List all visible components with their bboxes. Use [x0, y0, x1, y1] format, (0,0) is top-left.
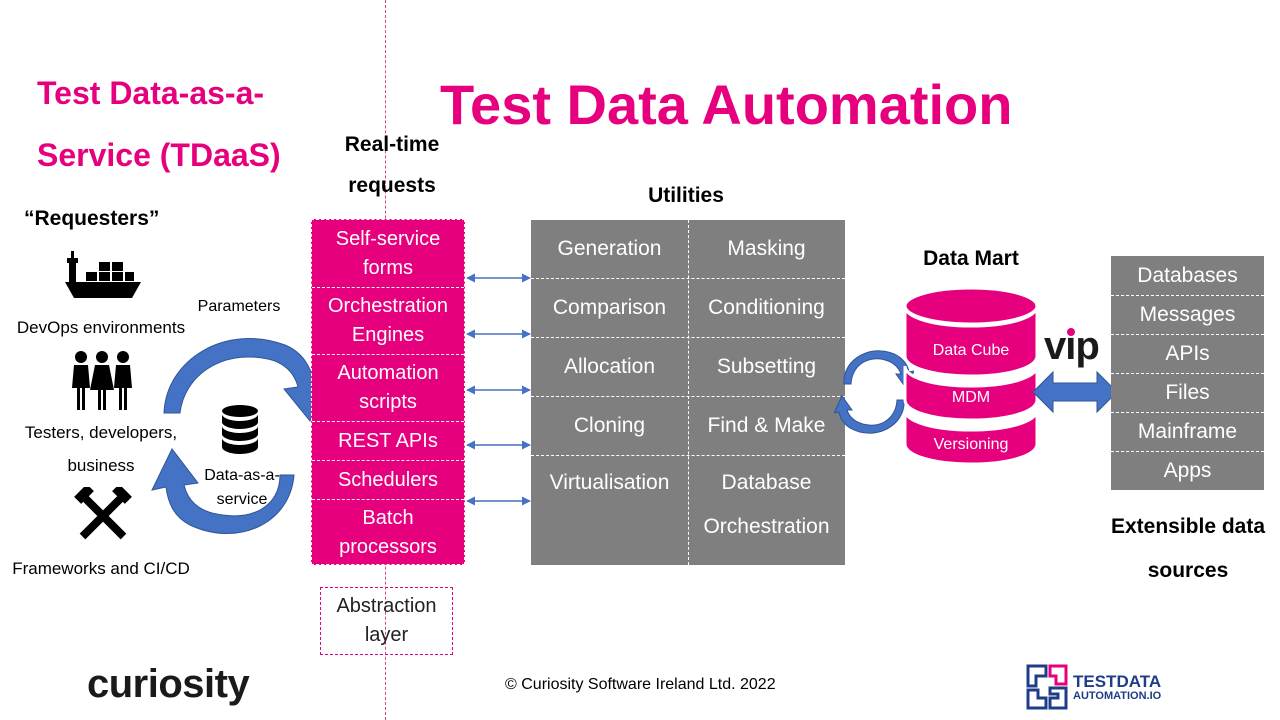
parameters-label: Parameters — [197, 298, 281, 315]
extensible-sources-caption: Extensible data sources — [1110, 515, 1266, 582]
database-icon — [222, 405, 258, 454]
source-databases[interactable]: Databases — [1137, 263, 1238, 287]
source-messages[interactable]: Messages — [1111, 295, 1264, 334]
devops-label: DevOps environments — [16, 318, 186, 337]
utility-cloning[interactable]: Cloning — [573, 413, 646, 437]
request-automation-scripts[interactable]: Automation scripts — [312, 354, 464, 421]
utility-masking[interactable]: Masking — [727, 237, 806, 260]
utility-database-orchestration[interactable]: Database Orchestration — [703, 471, 830, 538]
request-rest-apis[interactable]: REST APIs — [312, 421, 464, 460]
abstraction-layer: Abstraction layer — [320, 587, 453, 655]
testers-label: Testers, developers, business — [24, 423, 178, 475]
testdata-logo-line1: TESTDATA — [1073, 672, 1162, 691]
requesters-title: “Requesters” — [24, 207, 160, 230]
people-icon — [72, 351, 132, 410]
daas-label: Data-as-a-service — [204, 467, 280, 508]
data-mart-layer-data-cube: Data Cube — [932, 342, 1010, 359]
data-mart-layer-versioning: Versioning — [933, 436, 1009, 453]
utility-find-and-make[interactable]: Find & Make — [707, 413, 826, 437]
sync-arrows — [834, 350, 914, 434]
utility-conditioning[interactable]: Conditioning — [708, 295, 825, 319]
ship-icon — [65, 251, 141, 298]
utility-comparison[interactable]: Comparison — [552, 295, 667, 319]
tdaas-title: Test Data-as-a-Service (TDaaS) — [37, 75, 281, 173]
request-batch-processors[interactable]: Batch processors — [312, 499, 464, 566]
frameworks-label: Frameworks and CI/CD — [12, 559, 190, 578]
request-self-service-forms[interactable]: Self-service forms — [335, 227, 441, 279]
data-sources-list: Databases Messages APIs Files Mainframe … — [1111, 256, 1264, 490]
utility-subsetting[interactable]: Subsetting — [716, 354, 817, 378]
source-mainframe[interactable]: Mainframe — [1111, 412, 1264, 451]
copyright-text: © Curiosity Software Ireland Ltd. 2022 — [505, 676, 776, 693]
utilities-grid: Generation Masking Comparison Conditioni… — [531, 220, 845, 565]
page-title: Test Data Automation — [440, 73, 1013, 136]
utility-allocation[interactable]: Allocation — [563, 354, 656, 378]
utility-generation[interactable]: Generation — [557, 237, 662, 260]
utilities-heading: Utilities — [648, 184, 724, 207]
realtime-request-list: Self-service forms Orchestration Engines… — [311, 219, 465, 565]
vip-logo-dot — [1067, 328, 1075, 336]
data-mart-cylinder — [903, 286, 1039, 466]
request-orchestration-engines[interactable]: Orchestration Engines — [312, 287, 464, 354]
data-mart-layer-mdm: MDM — [951, 389, 991, 406]
realtime-heading: Real-time requests — [344, 133, 440, 197]
request-schedulers[interactable]: Schedulers — [312, 460, 464, 499]
data-mart-sources-arrow — [1032, 370, 1118, 414]
connector-arrows — [466, 273, 531, 506]
testdata-logo-line2: AUTOMATION.IO — [1073, 690, 1162, 702]
curiosity-logo: curiosity — [87, 662, 250, 706]
source-apps[interactable]: Apps — [1111, 451, 1264, 490]
testdata-automation-logo-mark — [1026, 664, 1068, 710]
source-files[interactable]: Files — [1111, 373, 1264, 412]
data-mart-heading: Data Mart — [923, 247, 1019, 270]
utility-virtualisation[interactable]: Virtualisation — [549, 471, 670, 494]
request-cycle-arrows — [151, 338, 329, 534]
tools-icon — [74, 487, 132, 540]
source-apis[interactable]: APIs — [1111, 334, 1264, 373]
